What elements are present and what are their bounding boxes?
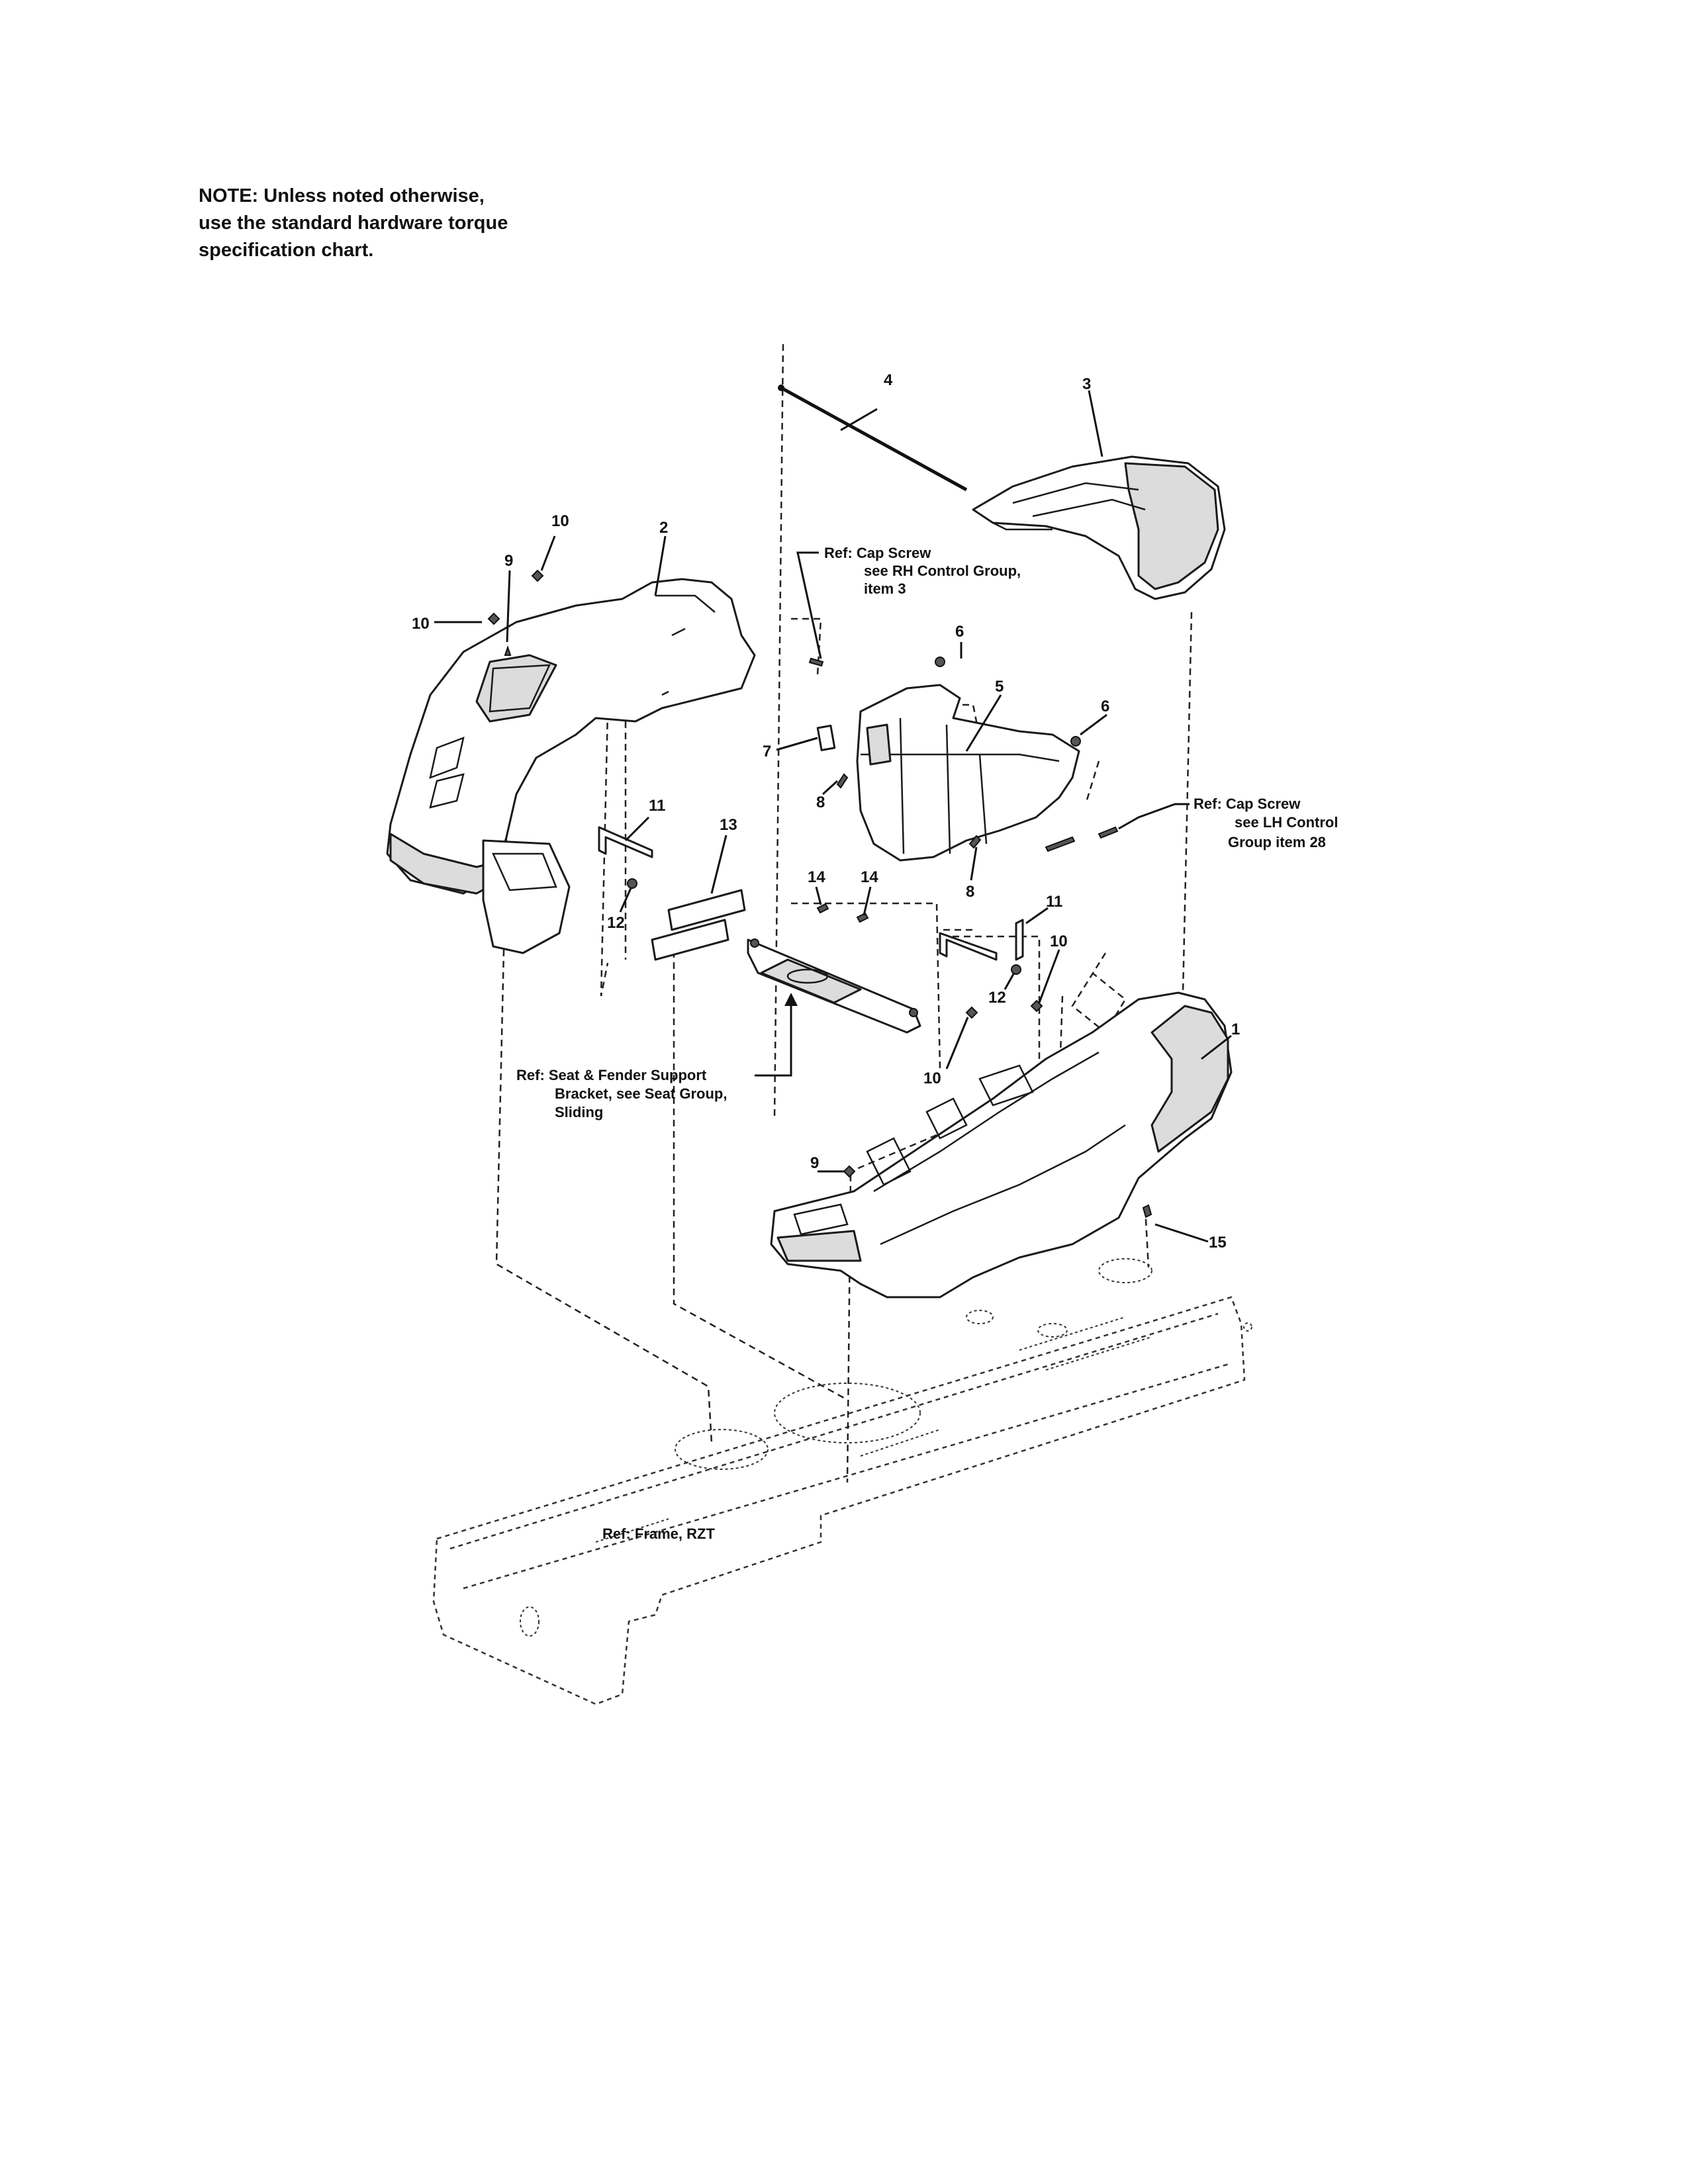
callout-12: 12 (988, 989, 1006, 1007)
callout-11: 11 (1046, 893, 1062, 911)
leader-lines (434, 390, 1232, 1243)
callout-8: 8 (966, 883, 974, 901)
note-line: use the standard hardware torque (199, 212, 508, 234)
callout-12: 12 (607, 914, 625, 932)
torque-note: NOTE: Unless noted otherwise, use the st… (199, 183, 508, 264)
ref-seat-fender-bracket: Ref: Seat & Fender Support Bracket, see … (516, 1067, 727, 1120)
note-line: specification chart. (199, 240, 374, 261)
ref-line: see LH Control (1235, 814, 1338, 831)
callout-10: 10 (1050, 933, 1068, 950)
seat-fender-support-bracket (747, 938, 921, 1034)
callout-1: 1 (1231, 1021, 1240, 1038)
callout-5: 5 (995, 678, 1004, 696)
callout-11: 11 (649, 797, 665, 815)
callout-9: 9 (504, 552, 513, 570)
callout-13: 13 (720, 816, 737, 834)
callout-15: 15 (1209, 1234, 1227, 1251)
callout-10: 10 (551, 512, 569, 530)
part-5-center-panel (856, 657, 1081, 862)
ref-line: Sliding (555, 1104, 603, 1120)
ref-line: see RH Control Group, (864, 563, 1021, 579)
callout-7: 7 (763, 743, 771, 760)
part-1-lh-fender (770, 991, 1233, 1298)
callout-10: 10 (412, 615, 430, 633)
ref-line: Ref: Seat & Fender Support (516, 1067, 707, 1083)
callout-14: 14 (808, 868, 825, 886)
callout-6: 6 (1101, 698, 1109, 715)
part-9-10-hardware (487, 569, 1152, 1218)
ref-line: item 3 (864, 580, 906, 597)
ref-frame-rzt: Ref: Frame, RZT (602, 1525, 715, 1542)
part-11-brackets (598, 826, 1024, 961)
ref-lh-cap-screw: Ref: Cap Screw see LH Control Group item… (1194, 796, 1338, 850)
callout-3: 3 (1082, 375, 1091, 393)
callout-14: 14 (861, 868, 878, 886)
ref-line: Bracket, see Seat Group, (555, 1085, 727, 1102)
part-3-shroud (972, 455, 1226, 600)
frame-rzt (432, 1258, 1252, 1706)
small-hardware (808, 657, 1119, 852)
part-14-bolts (816, 903, 869, 923)
ref-line: Ref: Cap Screw (824, 545, 931, 561)
ref-line: Group item 28 (1228, 834, 1326, 850)
part-13-plate (651, 889, 746, 961)
callout-10: 10 (923, 1069, 941, 1087)
note-line: NOTE: Unless noted otherwise, (199, 185, 485, 206)
ref-rh-cap-screw: Ref: Cap Screw see RH Control Group, ite… (824, 545, 1021, 597)
ref-line: Ref: Cap Screw (1194, 796, 1301, 812)
callout-6: 6 (955, 623, 964, 641)
part-4-rod (778, 385, 968, 492)
part-12-nuts (627, 878, 1021, 975)
callout-numbers: 4 3 10 2 9 10 6 5 6 7 8 8 11 13 14 14 12… (412, 371, 1240, 1251)
callout-2: 2 (659, 519, 668, 537)
part-2-rh-fender (386, 578, 756, 954)
callout-4: 4 (884, 371, 893, 389)
callout-8: 8 (816, 794, 825, 811)
callout-9: 9 (810, 1154, 819, 1172)
